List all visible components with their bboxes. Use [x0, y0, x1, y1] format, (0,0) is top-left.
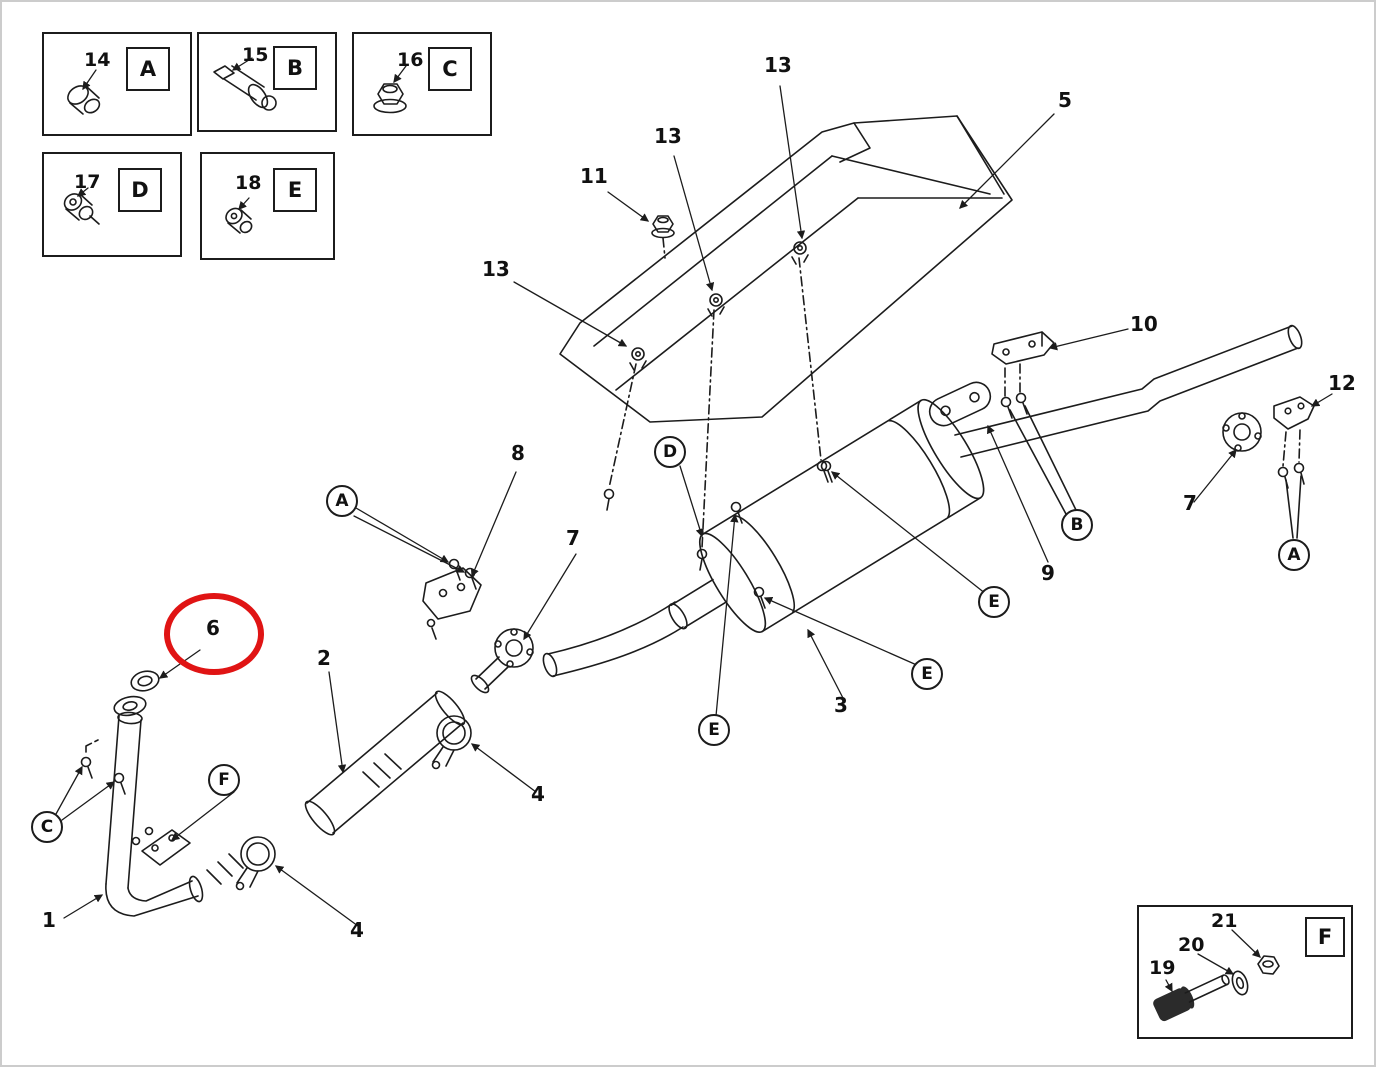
flange-nut-11: [651, 215, 675, 239]
legend-letter-badge-c: C: [428, 47, 472, 91]
legend-letter-badge-d: D: [118, 168, 162, 212]
hardware-nut-21-icon: [1257, 955, 1280, 975]
hardware-part-number-19: 19: [1149, 957, 1176, 979]
hardware-box-leaders: [1164, 929, 1261, 993]
legend-fastener-d-icon: [63, 187, 100, 225]
hardware-washer-20-icon: [1231, 970, 1249, 996]
part-label-8: 8: [511, 441, 525, 465]
muffler-inlet-pipe: [542, 601, 684, 678]
callout-e-3: E: [698, 714, 730, 746]
legend-fastener-c-icon: [373, 65, 407, 114]
clamp-4-lower: [235, 836, 276, 891]
part-label-9: 9: [1041, 561, 1055, 585]
part-label-6-highlighted: 6: [206, 616, 220, 640]
callout-e-2: E: [911, 658, 943, 690]
flange-insulator-7-right: [1222, 412, 1262, 452]
legend-part-number-17: 17: [74, 171, 101, 193]
bracket-10: [991, 331, 1055, 365]
bracket-12: [1273, 396, 1315, 430]
hardware-bolt-19-icon: [1153, 974, 1230, 1022]
legend-fastener-e-icon: [225, 197, 253, 234]
part-label-2: 2: [317, 646, 331, 670]
part-label-4-lower: 4: [350, 918, 364, 942]
legend-box-e: 18 E: [200, 152, 335, 260]
hardware-part-number-21: 21: [1211, 910, 1238, 932]
legend-box-c: 16 C: [352, 32, 492, 136]
hardware-letter-badge-f: F: [1305, 917, 1345, 957]
heat-shield-5: [559, 115, 1013, 423]
front-pipe-1: [105, 695, 244, 917]
small-bolt: [603, 488, 615, 511]
highlight-circle-part-6: [164, 593, 264, 675]
hardware-part-number-20: 20: [1178, 934, 1205, 956]
legend-letter-badge-a: A: [126, 47, 170, 91]
muffler-3: [668, 398, 985, 633]
part-label-10: 10: [1130, 312, 1158, 336]
part-label-7-left: 7: [566, 526, 580, 550]
bolts-a-right: [1277, 462, 1305, 539]
bolts-b: [1000, 392, 1077, 515]
part-label-5: 5: [1058, 88, 1072, 112]
small-bolt: [696, 548, 708, 571]
legend-part-number-18: 18: [235, 172, 262, 194]
part-label-3: 3: [834, 693, 848, 717]
part-label-1: 1: [42, 908, 56, 932]
callout-d: D: [654, 436, 686, 468]
clamp-4-upper: [431, 715, 472, 770]
assembly-center-lines: [608, 237, 1301, 549]
tailpipe: [954, 324, 1303, 458]
part-label-13-top: 13: [764, 53, 792, 77]
part-label-12: 12: [1328, 371, 1356, 395]
callout-f: F: [208, 764, 240, 796]
flange-insulator-7-left: [470, 628, 534, 694]
legend-letter-badge-b: B: [273, 46, 317, 90]
legend-part-number-15: 15: [242, 44, 269, 66]
bolts-e: [730, 460, 833, 609]
shield-bolt-13-left: [629, 347, 647, 371]
part-label-13-mid: 13: [654, 124, 682, 148]
legend-part-number-16: 16: [397, 49, 424, 71]
callout-a-right: A: [1278, 539, 1310, 571]
shield-bolt-13-mid: [707, 293, 725, 317]
legend-box-a: 14 A: [42, 32, 192, 136]
legend-letter-badge-e: E: [273, 168, 317, 212]
legend-fastener-a-icon: [67, 69, 101, 115]
part-label-4-upper: 4: [531, 782, 545, 806]
intermediate-pipe-2: [304, 690, 466, 836]
hanger-insulator-9: [928, 381, 992, 427]
legend-box-d: 17 D: [42, 152, 182, 257]
bolts-c: [80, 739, 126, 795]
legend-box-b: 15 B: [197, 32, 337, 132]
part-label-11: 11: [580, 164, 608, 188]
hardware-box-f: 19 20 21 F: [1137, 905, 1353, 1039]
callout-c: C: [31, 811, 63, 843]
legend-part-number-14: 14: [84, 49, 111, 71]
small-bolt: [816, 460, 829, 483]
gasket-6: [130, 670, 160, 692]
leader-lines: [55, 85, 1333, 927]
shield-bolt-13-right: [791, 241, 809, 265]
callout-a-left: A: [326, 485, 358, 517]
callout-e-1: E: [978, 586, 1010, 618]
callout-b: B: [1061, 509, 1093, 541]
bracket-f: [131, 826, 191, 866]
legend-fastener-b-icon: [213, 57, 277, 111]
part-label-13-left: 13: [482, 257, 510, 281]
part-label-7-right: 7: [1183, 491, 1197, 515]
